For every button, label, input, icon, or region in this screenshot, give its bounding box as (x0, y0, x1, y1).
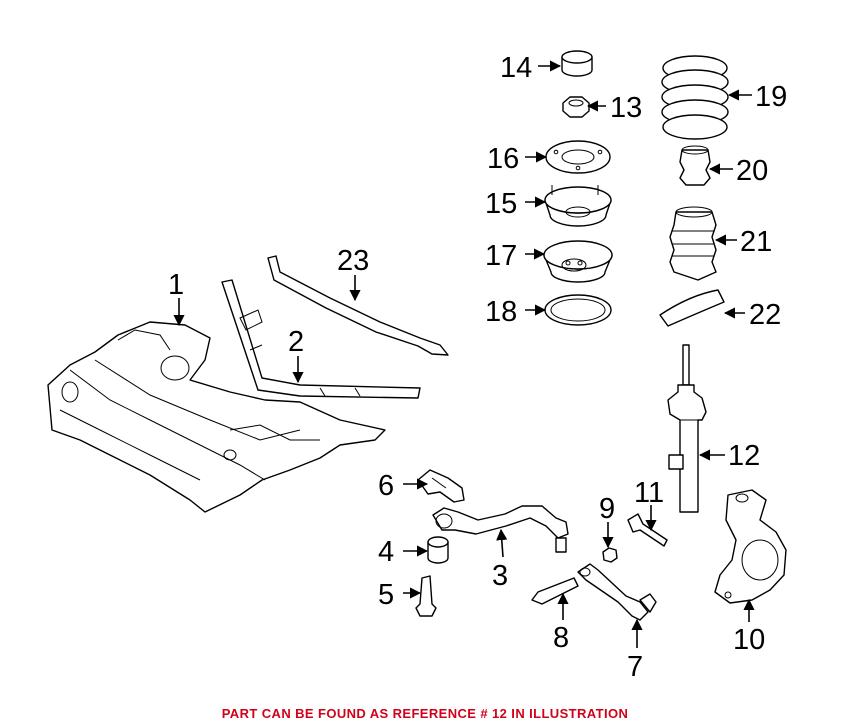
part-strap (267, 255, 449, 356)
part-bolt-11 (627, 513, 668, 547)
part-strut-mount (544, 185, 612, 227)
part-dust-boot (669, 206, 717, 281)
callout-18: 18 (485, 296, 517, 328)
part-bracket (417, 469, 465, 503)
part-cap (561, 50, 593, 77)
part-tension-link (577, 563, 657, 621)
part-bolt-8 (531, 577, 579, 605)
part-brace (221, 279, 421, 399)
part-coil-spring (661, 55, 729, 140)
callout-16: 16 (487, 143, 519, 175)
callout-17: 17 (485, 240, 517, 272)
part-nut (562, 96, 590, 118)
callout-20: 20 (736, 155, 768, 187)
callout-5: 5 (378, 579, 394, 611)
part-bolt-5 (415, 575, 437, 617)
reference-note: PART CAN BE FOUND AS REFERENCE # 12 IN I… (221, 706, 629, 721)
part-bump-stop (679, 145, 711, 186)
callout-3: 3 (492, 560, 508, 592)
callout-8: 8 (553, 622, 569, 654)
callout-15: 15 (485, 188, 517, 220)
callout-21: 21 (740, 226, 772, 258)
part-strut (667, 344, 707, 513)
callout-22: 22 (749, 299, 781, 331)
part-bushing (427, 536, 449, 564)
part-gasket (545, 140, 611, 174)
part-nut-9 (602, 547, 618, 563)
callout-10: 10 (733, 624, 765, 656)
part-subframe (47, 321, 386, 513)
callout-13: 13 (610, 92, 642, 124)
callout-7: 7 (627, 651, 643, 683)
part-knuckle (714, 489, 787, 604)
part-control-arm (432, 505, 569, 553)
callout-2: 2 (288, 326, 304, 358)
callout-11: 11 (634, 477, 664, 509)
callout-23: 23 (337, 245, 369, 277)
callout-12: 12 (728, 440, 760, 472)
callout-1: 1 (168, 269, 184, 301)
part-spring-seat (543, 240, 613, 283)
part-pad (544, 294, 612, 326)
callout-14: 14 (500, 52, 532, 84)
callout-19: 19 (755, 81, 787, 113)
callout-numbers: 1 2 3 4 5 6 7 8 9 10 11 12 13 14 15 16 1… (168, 52, 787, 683)
callout-9: 9 (599, 493, 615, 525)
leader-lines (173, 60, 755, 648)
callout-4: 4 (378, 536, 394, 568)
callout-6: 6 (378, 470, 394, 502)
part-isolator (659, 289, 725, 327)
